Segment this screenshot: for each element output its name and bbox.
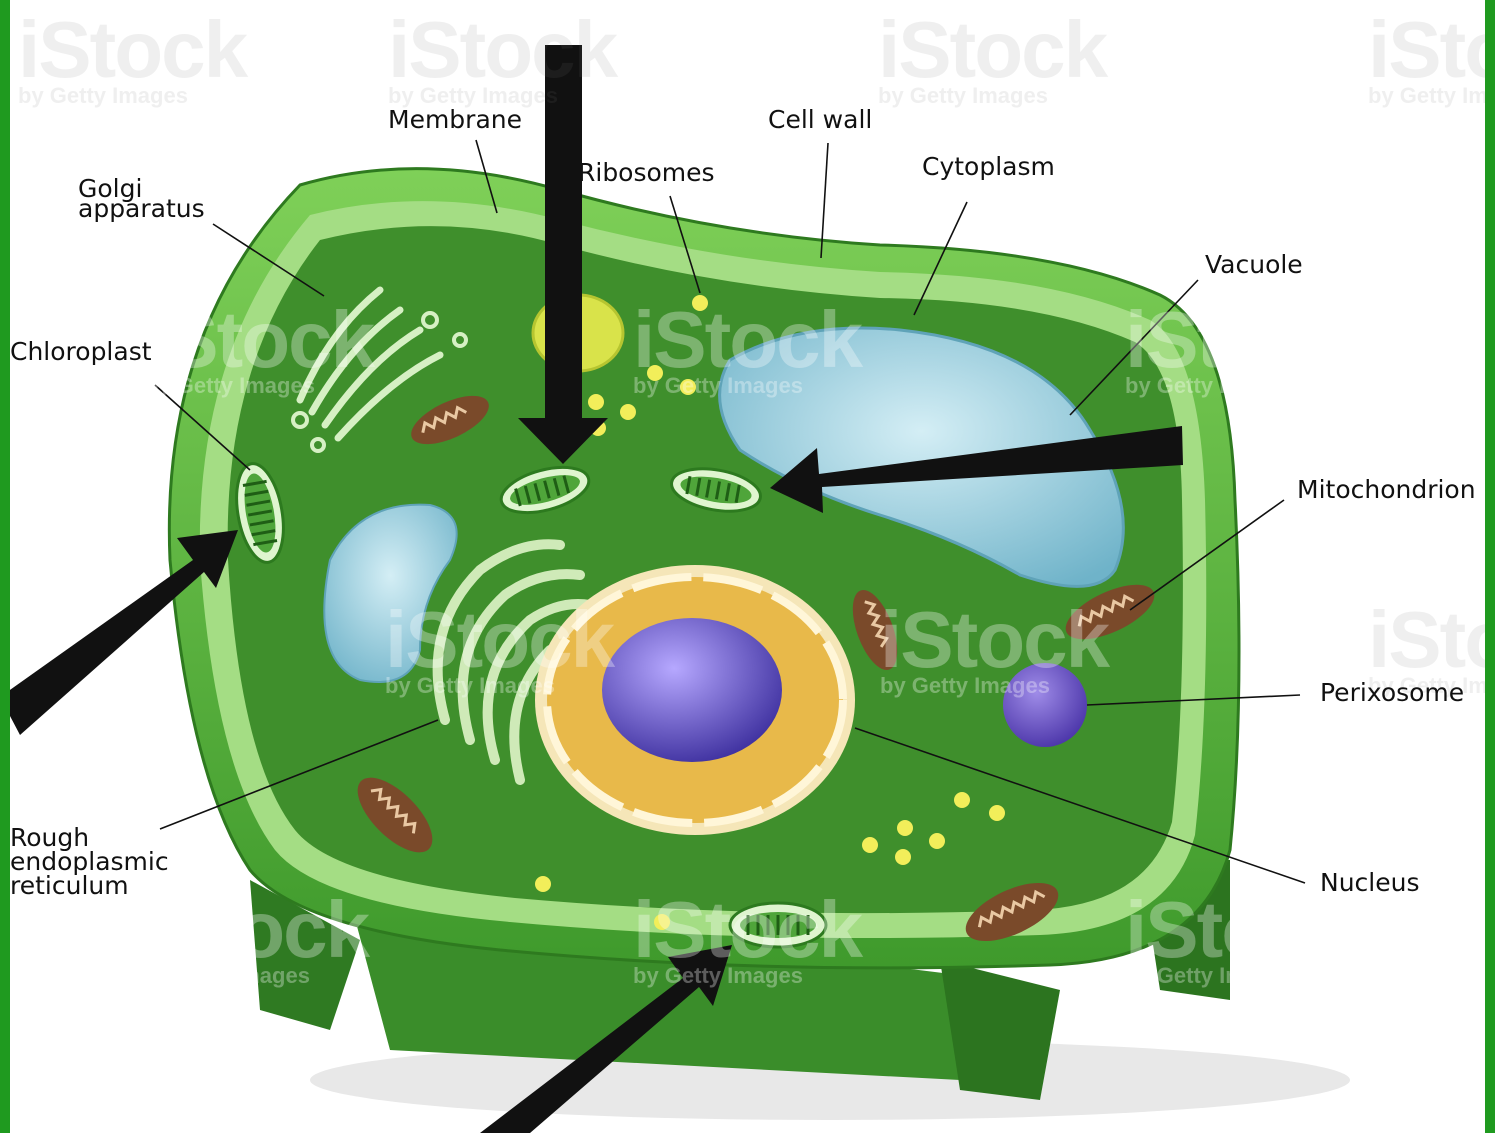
label-membrane: Membrane — [388, 108, 522, 132]
label-nucleus: Nucleus — [1320, 871, 1420, 895]
chloroplast — [730, 903, 826, 947]
nucleolus — [602, 618, 782, 762]
label-chloroplast: Chloroplast — [10, 340, 152, 364]
label-rough-er-line3: reticulum — [10, 874, 169, 898]
label-golgi-apparatus: Golgi apparatus — [78, 177, 205, 221]
label-rough-er: Rough endoplasmic reticulum — [10, 826, 169, 898]
label-vacuole: Vacuole — [1205, 253, 1303, 277]
label-mitochondrion: Mitochondrion — [1297, 478, 1476, 502]
label-cytoplasm: Cytoplasm — [922, 155, 1055, 179]
perixosome — [1003, 663, 1087, 747]
label-ribosomes: Ribosomes — [578, 161, 715, 185]
label-perixosome: Perixosome — [1320, 681, 1464, 705]
label-cell-wall: Cell wall — [768, 108, 872, 132]
label-golgi-line2: apparatus — [78, 197, 205, 221]
